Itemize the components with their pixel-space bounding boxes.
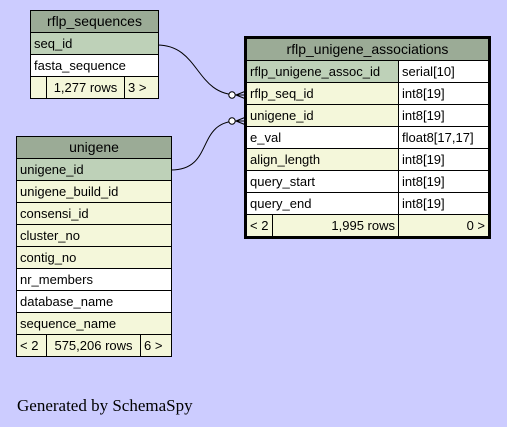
edge-unigene-id-circle-marker (228, 117, 236, 125)
column-query-start[interactable]: query_start (246, 170, 399, 193)
column-unigene-build-id[interactable]: unigene_build_id (15, 180, 173, 203)
column-sequence-name[interactable]: sequence_name (15, 312, 173, 335)
table-title[interactable]: unigene (15, 136, 173, 159)
column-query-end[interactable]: query_end (246, 192, 399, 215)
column-type: int8[19] (398, 170, 489, 193)
parents-count[interactable]: < 2 (16, 334, 47, 357)
row-count: 1,995 rows (272, 214, 399, 237)
generated-by-note: Generated by SchemaSpy (17, 396, 193, 415)
column-consensi-id[interactable]: consensi_id (15, 202, 173, 225)
row-count: 1,277 rows (46, 76, 125, 99)
edge-unigene-id (170, 120, 239, 171)
parents-count[interactable]: < 2 (246, 214, 273, 237)
column-rflp-unigene-assoc-id[interactable]: rflp_unigene_assoc_id (246, 60, 399, 83)
edge-rflp-seq-id-crowfoot-marker (235, 90, 247, 100)
column-unigene-id[interactable]: unigene_id (15, 158, 173, 181)
column-database-name[interactable]: database_name (15, 290, 173, 313)
column-fasta-sequence[interactable]: fasta_sequence (30, 54, 159, 77)
column-type: int8[19] (398, 192, 489, 215)
table-title[interactable]: rflp_unigene_associations (246, 38, 489, 61)
column-nr-members[interactable]: nr_members (15, 268, 173, 291)
table-title[interactable]: rflp_sequences (30, 10, 159, 33)
column-type: int8[19] (398, 82, 489, 105)
row-count: 575,206 rows (46, 334, 141, 357)
children-count[interactable]: 3 > (124, 76, 159, 99)
table-rflp-unigene-associations[interactable]: rflp_unigene_associations rflp_unigene_a… (244, 36, 491, 239)
column-type: int8[19] (398, 104, 489, 127)
column-rflp-seq-id[interactable]: rflp_seq_id (246, 82, 399, 105)
column-e-val[interactable]: e_val (246, 126, 399, 149)
children-count[interactable]: 6 > (139, 334, 173, 357)
column-type: float8[17,17] (398, 126, 489, 149)
parents-count[interactable] (30, 76, 47, 99)
edge-unigene-id-crowfoot-marker (235, 116, 247, 126)
column-type: int8[19] (398, 148, 489, 171)
column-align-length[interactable]: align_length (246, 148, 399, 171)
edge-rflp-seq-id (156, 44, 239, 96)
column-seq-id[interactable]: seq_id (30, 32, 159, 55)
column-type: serial[10] (398, 60, 489, 83)
children-count[interactable]: 0 > (398, 214, 489, 237)
table-rflp-sequences[interactable]: rflp_sequences seq_id fasta_sequence 1,2… (30, 10, 159, 99)
edge-rflp-seq-id-circle-marker (228, 91, 236, 99)
column-unigene-id[interactable]: unigene_id (246, 104, 399, 127)
table-unigene[interactable]: unigene unigene_id unigene_build_id cons… (15, 136, 173, 357)
column-cluster-no[interactable]: cluster_no (15, 224, 173, 247)
column-contig-no[interactable]: contig_no (15, 246, 173, 269)
